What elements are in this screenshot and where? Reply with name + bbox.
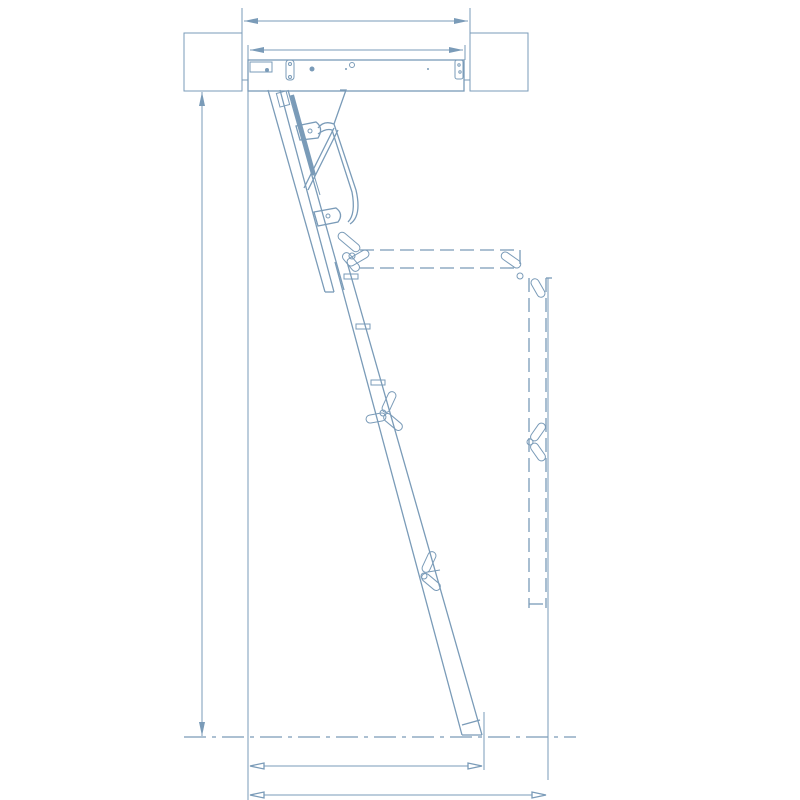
ladder-middle-section xyxy=(334,261,485,770)
dimension-total-footprint xyxy=(249,791,547,799)
hinge-middle xyxy=(365,391,403,431)
dimension-ceiling-height xyxy=(199,91,249,800)
hatch-frame-box xyxy=(242,59,470,92)
ladder-top-section xyxy=(267,89,345,293)
gas-spring xyxy=(290,94,321,196)
hinge-lower xyxy=(420,551,441,591)
hinges xyxy=(275,90,342,227)
handrail xyxy=(303,89,359,225)
folded-position-dashed xyxy=(360,249,552,608)
dimension-ladder-foot-projection xyxy=(249,762,483,770)
hinge-upper xyxy=(337,231,370,272)
ladder-steps xyxy=(343,273,386,386)
dimension-frame-width xyxy=(247,45,466,60)
ceiling-left-hatched xyxy=(183,32,243,92)
dimension-opening-width xyxy=(241,8,471,33)
ceiling-right-hatched xyxy=(469,32,529,92)
